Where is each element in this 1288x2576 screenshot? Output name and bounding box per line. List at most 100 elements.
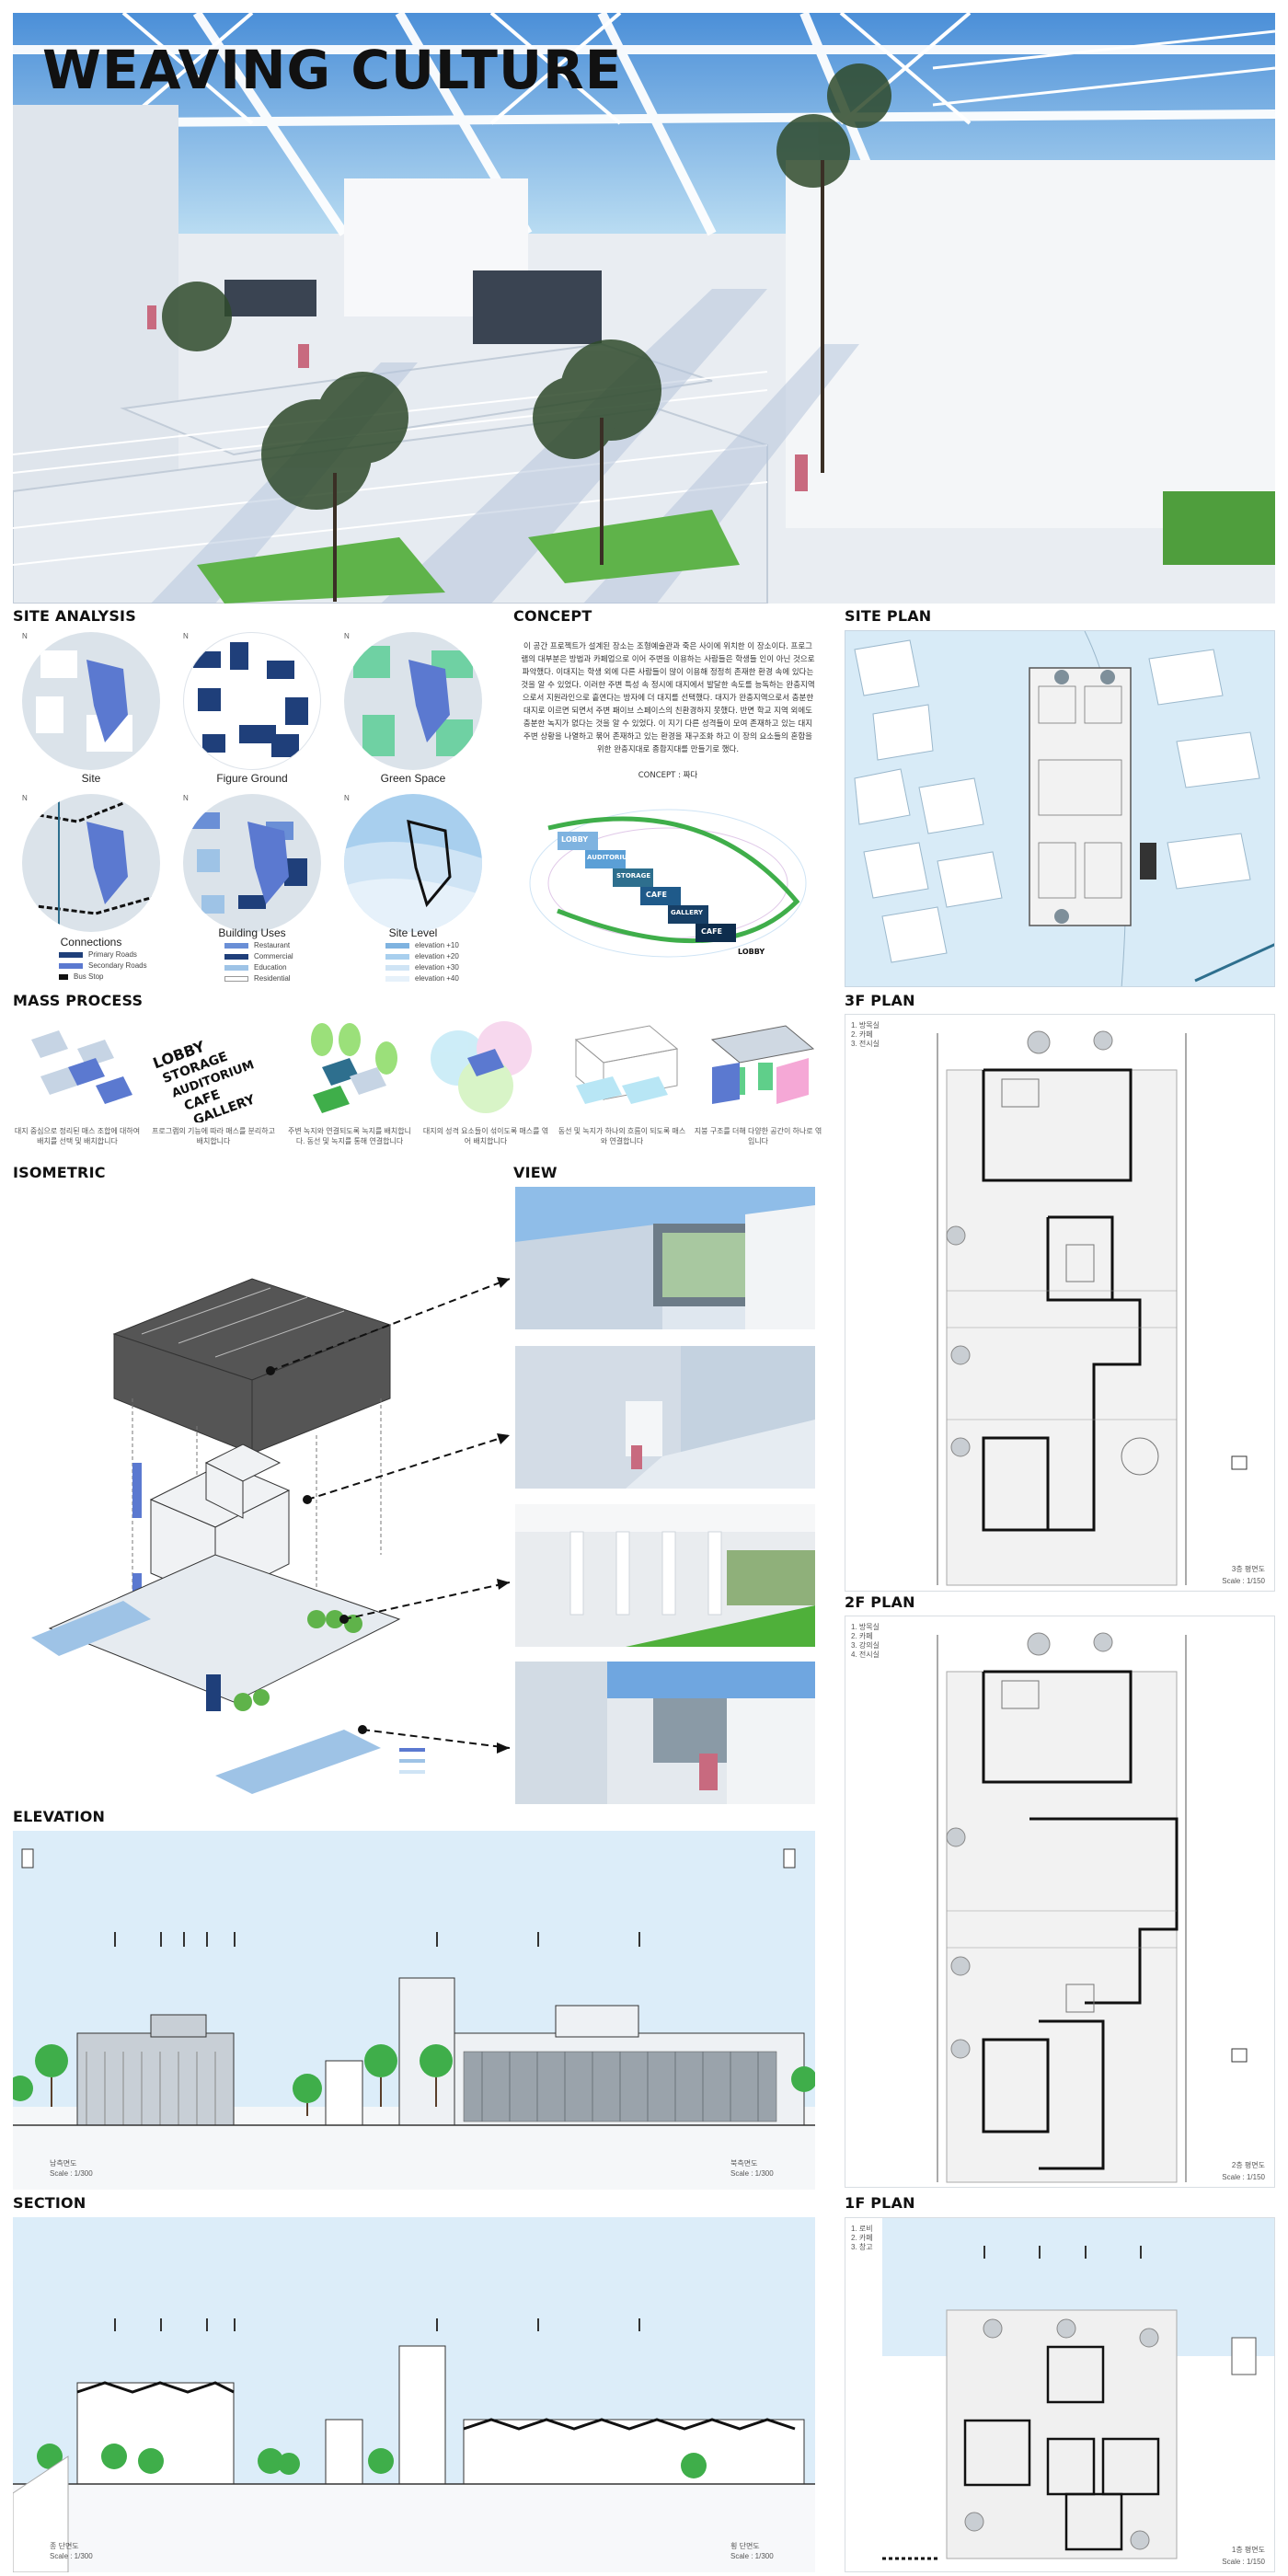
elevation-right-label: 북측면도 xyxy=(730,2159,758,2168)
view-render-3 xyxy=(515,1504,815,1647)
plan-1f-title: 1F PLAN xyxy=(845,2194,915,2212)
mass-step-4-caption: 대지의 성격 요소들이 섞이도록 매스를 엮어 배치합니다 xyxy=(422,1127,549,1145)
elev20-swatch xyxy=(385,953,409,960)
plan-1f-legend-2: 2. 카페 xyxy=(851,2234,873,2242)
legend-elev-30: elevation +30 xyxy=(415,963,459,972)
hero-render: WEAVING CULTURE xyxy=(13,13,1275,604)
mass-step-6-caption: 지붕 구조를 더해 다양한 공간이 하나로 엮입니다 xyxy=(694,1127,822,1145)
site-level-map xyxy=(344,794,482,932)
legend-residential: Residential xyxy=(254,974,291,983)
green-space-north: N xyxy=(344,632,350,640)
isometric-title: ISOMETRIC xyxy=(13,1164,106,1181)
figure-ground-label: Figure Ground xyxy=(216,772,288,785)
legend-secondary-roads: Secondary Roads xyxy=(88,961,147,970)
elevation-left-scale: Scale : 1/300 xyxy=(50,2169,93,2178)
elevation-left-label: 남측면도 xyxy=(50,2159,77,2168)
plan-3f-legend-3: 3. 전시실 xyxy=(851,1040,880,1048)
site-plan-drawing xyxy=(845,630,1275,987)
plan-1f-scale: Scale : 1/150 xyxy=(1222,2558,1265,2566)
view-render-2 xyxy=(515,1346,815,1489)
site-level-label: Site Level xyxy=(388,926,438,939)
site-north: N xyxy=(22,632,28,640)
mass-step-6 xyxy=(694,1012,822,1122)
legend-elev-20: elevation +20 xyxy=(415,952,459,960)
concept-diagram xyxy=(521,791,815,975)
view-render-4 xyxy=(515,1662,815,1804)
mass-step-2-caption: 프로그램의 기능에 따라 매스를 분리하고 배치합니다 xyxy=(151,1127,275,1145)
mass-process-strip: 대지 중심으로 정리된 매스 조합에 대하여 배치를 선택 및 배치합니다 LO… xyxy=(13,1012,822,1168)
plan-2f-legend-3: 3. 강의실 xyxy=(851,1641,880,1650)
section-drawing: 종 단면도 Scale : 1/300 횡 단면도 Scale : 1/300 xyxy=(13,2217,815,2572)
mass-step-4 xyxy=(421,1012,550,1122)
elevation-drawing: 남측면도 Scale : 1/300 북측면도 Scale : 1/300 xyxy=(13,1831,815,2190)
mass-step-1 xyxy=(13,1012,142,1122)
legend-bus-stop: Bus Stop xyxy=(74,972,104,981)
plan-2f-drawing: 1. 방목실 2. 카페 3. 강의실 4. 전시실 2층 평면도 Scale … xyxy=(845,1616,1275,2188)
legend-commercial: Commercial xyxy=(254,952,293,960)
isometric-drawing xyxy=(13,1187,510,1794)
legend-restaurant: Restaurant xyxy=(254,941,291,949)
site-level-north: N xyxy=(344,794,350,802)
site-analysis-grid: N Site N Figure Ground N Green Space N C… xyxy=(13,630,491,989)
site-map xyxy=(22,632,160,770)
site-plan-title: SITE PLAN xyxy=(845,607,932,625)
building-uses-label: Building Uses xyxy=(218,926,286,939)
building-uses-map xyxy=(183,794,321,932)
hero-render-image xyxy=(13,13,1275,604)
plan-1f-drawing: 1. 로비 2. 카페 3. 창고 1층 평면도 Scale : 1/150 xyxy=(845,2217,1275,2572)
plan-2f-legend-1: 1. 방목실 xyxy=(851,1623,880,1631)
section-right-scale: Scale : 1/300 xyxy=(730,2552,774,2560)
mass-step-1-caption: 대지 중심으로 정리된 매스 조합에 대하여 배치를 선택 및 배치합니다 xyxy=(14,1127,141,1145)
plan-3f-legend-2: 2. 카페 xyxy=(851,1030,873,1039)
education-swatch xyxy=(224,964,248,971)
residential-swatch xyxy=(224,975,248,982)
section-left-label: 종 단면도 xyxy=(50,2542,79,2550)
plan-2f-name: 2층 평면도 xyxy=(1231,2161,1265,2169)
figure-ground-map xyxy=(183,632,321,770)
green-space-label: Green Space xyxy=(380,772,446,785)
bus-stop-swatch xyxy=(59,973,68,980)
plan-3f-title: 3F PLAN xyxy=(845,992,915,1009)
section-title: SECTION xyxy=(13,2194,86,2212)
legend-education: Education xyxy=(254,963,287,972)
elevation-right-scale: Scale : 1/300 xyxy=(730,2169,774,2178)
site-level-legend: elevation +10 elevation +20 elevation +3… xyxy=(385,941,459,985)
elev40-swatch xyxy=(385,975,409,982)
legend-elev-10: elevation +10 xyxy=(415,941,459,949)
mass-step-5-caption: 동선 및 녹지가 하나의 흐름이 되도록 매스와 연결합니다 xyxy=(558,1127,686,1145)
hero-title: WEAVING CULTURE xyxy=(42,39,623,101)
plan-3f-name: 3층 평면도 xyxy=(1231,1565,1265,1573)
secondary-roads-swatch xyxy=(59,962,83,969)
section-right-label: 횡 단면도 xyxy=(730,2542,760,2550)
mass-step-2: LOBBY STORAGE AUDITORIUM CAFE GALLERY xyxy=(149,1012,278,1122)
building-uses-north: N xyxy=(183,794,189,802)
mass-step-5 xyxy=(558,1012,686,1122)
elevation-title: ELEVATION xyxy=(13,1808,106,1825)
site-label: Site xyxy=(81,772,101,785)
plan-2f-legend-4: 4. 전시실 xyxy=(851,1650,880,1659)
plan-1f-name: 1층 평면도 xyxy=(1231,2546,1265,2554)
restaurant-swatch xyxy=(224,942,248,949)
plan-3f-legend-1: 1. 방목실 xyxy=(851,1021,880,1029)
plan-2f-title: 2F PLAN xyxy=(845,1593,915,1611)
plan-3f-scale: Scale : 1/150 xyxy=(1222,1577,1265,1585)
primary-roads-swatch xyxy=(59,951,83,958)
legend-primary-roads: Primary Roads xyxy=(88,950,137,959)
plan-1f-legend-3: 3. 창고 xyxy=(851,2243,873,2251)
mass-step-3-caption: 주변 녹지와 연결되도록 녹지를 배치합니다. 동선 및 녹지를 통해 연결합니… xyxy=(287,1127,411,1145)
concept-title: CONCEPT xyxy=(513,607,592,625)
plan-1f-legend-1: 1. 로비 xyxy=(851,2225,873,2233)
plan-2f-legend-2: 2. 카페 xyxy=(851,1632,873,1640)
connections-legend: Primary Roads Secondary Roads Bus Stop xyxy=(59,950,147,983)
section-left-scale: Scale : 1/300 xyxy=(50,2552,93,2560)
site-analysis-title: SITE ANALYSIS xyxy=(13,607,136,625)
figure-ground-north: N xyxy=(183,632,189,640)
view-render-1 xyxy=(515,1187,815,1329)
elev10-swatch xyxy=(385,942,409,949)
connections-north: N xyxy=(22,794,28,802)
connections-map xyxy=(22,794,160,932)
view-title: VIEW xyxy=(513,1164,558,1181)
concept-paragraph: 이 공간 프로젝트가 설계된 장소는 조형예술관과 죽은 사이에 위치한 이 장… xyxy=(521,642,815,754)
legend-elev-40: elevation +40 xyxy=(415,974,459,983)
plan-3f-drawing: 1. 방목실 2. 카페 3. 전시실 3층 평면도 Scale : 1/150 xyxy=(845,1014,1275,1592)
